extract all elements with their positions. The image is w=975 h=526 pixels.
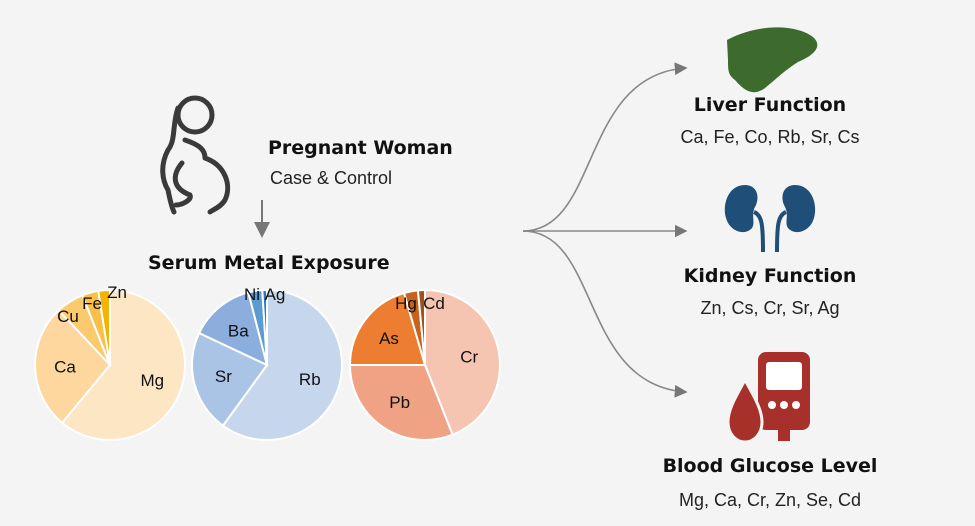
pregnant-woman-icon [160,95,231,215]
pie-slice-ba [197,291,269,367]
glucose-metals: Mg, Ca, Cr, Zn, Se, Cd [678,490,862,510]
pie-label-fe: Fe [82,294,102,313]
pie-label-pb: Pb [389,393,410,412]
glucose-title: Blood Glucose Level [662,455,878,477]
pie-label-ba: Ba [228,321,249,340]
arrow-to-glucose [522,230,688,398]
pie-label-sr: Sr [215,367,232,386]
pie-label-as: As [379,329,399,348]
subject-title: Pregnant Woman [268,137,453,159]
pie-slice-cr [424,288,501,437]
arrow-to-liver [522,62,688,232]
pie-slice-ag [261,288,268,366]
pie-label-hg: Hg [395,294,417,313]
pie-slice-rb [221,288,343,441]
liver-title: Liver Function [693,94,847,116]
pie-slice-cd [416,288,426,366]
pie-slice-as [348,291,427,366]
glucose-meter-icon [726,352,810,444]
pie-label-ca: Ca [54,357,76,376]
pie-label-cu: Cu [57,307,79,326]
exposure-title: Serum Metal Exposure [148,252,390,274]
pie-slice-pb [348,364,454,441]
pie-label-cr: Cr [460,348,478,367]
kidney-metals: Zn, Cs, Cr, Sr, Ag [700,298,840,318]
kidney-title: Kidney Function [683,265,857,287]
subject-subtitle: Case & Control [270,168,393,188]
pie-slice-zn [97,288,111,366]
pie-slice-mg [60,288,186,441]
pie-label-rb: Rb [299,370,321,389]
pie-label-zn: Zn [107,283,127,302]
pie-label-mg: Mg [141,371,165,390]
kidney-icon [724,185,816,253]
pie-slice-ca [34,308,112,425]
pie-label-cd: Cd [423,294,445,313]
pie-label-ni: Ni [244,285,260,304]
pie-charts [34,288,501,441]
liver-icon [727,27,818,93]
pie-label-ag: Ag [265,285,286,304]
liver-metals: Ca, Fe, Co, Rb, Sr, Cs [680,127,860,147]
